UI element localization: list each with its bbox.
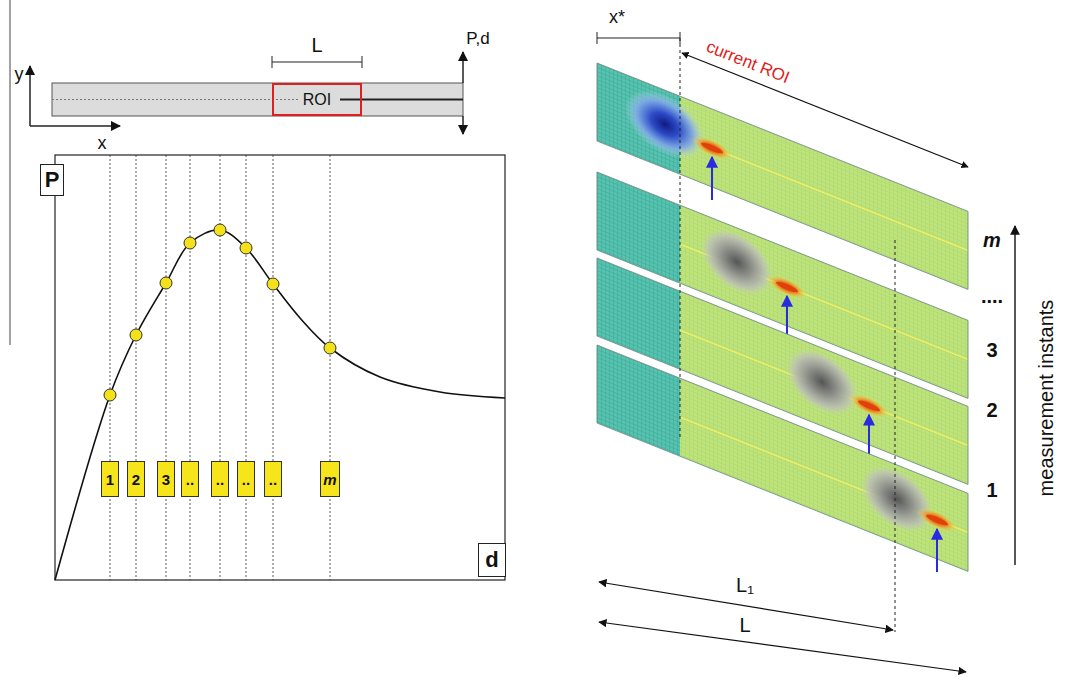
node-text: .. <box>269 472 277 487</box>
measurement-dot <box>160 277 172 289</box>
node-text: 3 <box>162 472 170 487</box>
instant-line <box>190 155 191 580</box>
roi-plates <box>597 32 1015 672</box>
load-curve <box>55 230 505 580</box>
load-label: P,d <box>466 30 489 47</box>
node-text: d <box>485 549 498 571</box>
measurement-dot <box>130 329 142 341</box>
axis-label-box: P <box>40 164 64 196</box>
instant-line <box>110 155 111 580</box>
dimension-bar <box>272 56 362 68</box>
instant-label: 1 <box>986 480 997 500</box>
beam-schematic <box>10 0 463 345</box>
node-text: 1 <box>106 472 114 487</box>
node-text: 2 <box>132 472 140 487</box>
dimension-label: L <box>739 615 750 635</box>
crack-tip <box>858 398 880 413</box>
node-text: .. <box>242 472 250 487</box>
instant-number-box: .. <box>181 461 199 497</box>
instant-number-box: m <box>320 461 340 497</box>
time-arrow <box>1014 226 1015 565</box>
load-displacement-chart <box>55 155 505 580</box>
crack-tip-arrow <box>936 529 938 572</box>
instant-number-box: .. <box>211 461 229 497</box>
x-star-line <box>680 38 681 440</box>
load-arrow <box>462 116 464 134</box>
l-arrow <box>599 622 966 672</box>
x-star-bracket <box>597 38 680 39</box>
load-arrow <box>462 52 464 83</box>
crack-tip-arrow <box>711 157 713 200</box>
beam-axis <box>52 99 300 100</box>
frame-line <box>10 0 11 345</box>
node-text: ROI <box>301 92 333 108</box>
l1-end-line <box>895 240 896 632</box>
plate-outline <box>597 345 968 571</box>
measurement-dot <box>324 342 336 354</box>
stress-field <box>701 218 773 307</box>
y-axis <box>29 66 31 126</box>
instant-label: 3 <box>986 340 997 360</box>
measurement-dot <box>214 224 226 236</box>
roi-label: current ROI <box>704 38 792 86</box>
stress-field <box>786 338 858 427</box>
axis-name: y <box>15 65 24 83</box>
instant-line <box>273 155 274 580</box>
beam <box>52 83 463 116</box>
instant-label: .... <box>981 286 1003 306</box>
node-text: P <box>45 169 60 191</box>
fe-plate <box>597 345 968 571</box>
measurement-dot <box>184 237 196 249</box>
x-star-ticks <box>597 32 680 44</box>
roi-box: ROI <box>272 83 362 116</box>
node-text: .. <box>216 472 224 487</box>
crack-line <box>340 99 463 101</box>
instant-line <box>166 155 167 580</box>
crack-tip <box>701 141 723 156</box>
crack-tip-arrow <box>786 296 788 339</box>
mesh-region <box>680 378 968 571</box>
instant-label: m <box>983 230 1001 250</box>
dimension-label: L₁ <box>736 575 754 595</box>
instant-line <box>330 155 331 580</box>
node-text: m <box>323 472 336 487</box>
instant-label: 2 <box>986 400 997 420</box>
axis-name: x <box>98 134 107 152</box>
instant-number-box: 1 <box>101 461 119 497</box>
node-text: .. <box>186 472 194 487</box>
dimension-label: x* <box>609 8 625 26</box>
measurement-dot <box>267 278 279 290</box>
x-axis <box>30 125 120 127</box>
axis-label-box: d <box>478 543 506 577</box>
dimension-label: L <box>311 35 322 55</box>
stress-field <box>861 455 933 544</box>
measurement-dot <box>240 242 252 254</box>
roi-arrow <box>682 53 968 167</box>
instant-number-box: .. <box>237 461 255 497</box>
chart-frame <box>55 155 505 580</box>
instant-line <box>136 155 137 580</box>
instant-number-box: 3 <box>157 461 175 497</box>
crack-tip <box>776 280 798 295</box>
instant-line <box>220 155 221 580</box>
axis-title: measurement instants <box>1036 300 1056 497</box>
stress-field <box>625 78 705 170</box>
instant-number-box: 2 <box>127 461 145 497</box>
crack-tip-arrow <box>868 415 870 458</box>
instant-number-box: .. <box>264 461 282 497</box>
measurement-dot <box>104 389 116 401</box>
crack-tip <box>926 513 948 528</box>
instant-line <box>246 155 247 580</box>
